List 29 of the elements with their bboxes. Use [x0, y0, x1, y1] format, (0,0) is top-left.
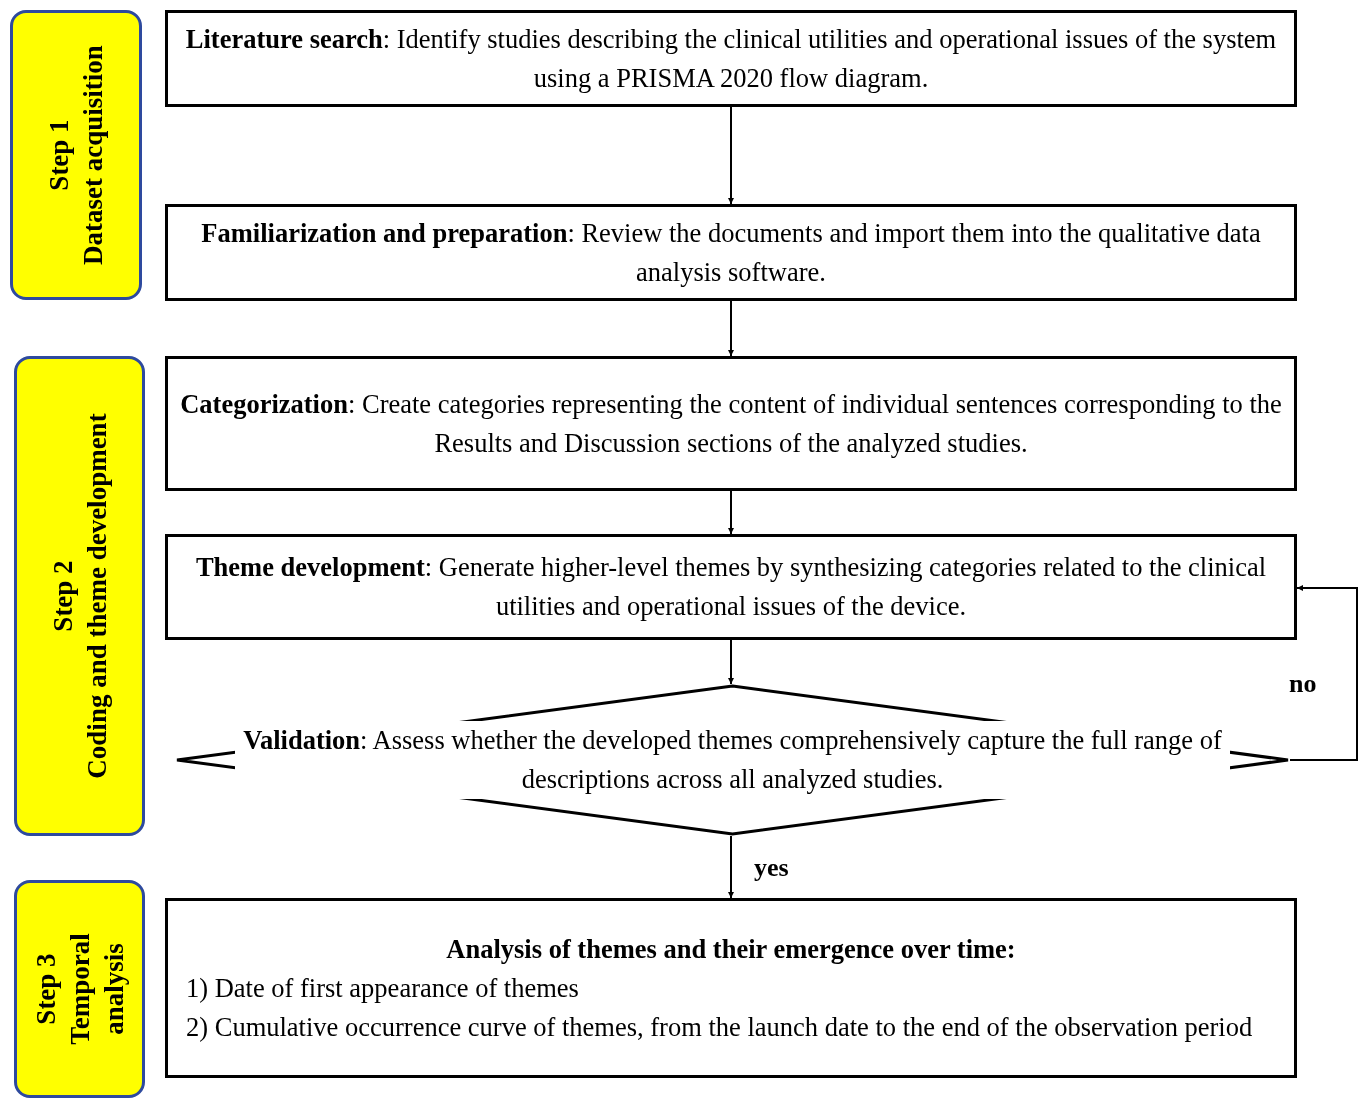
process-box — [165, 356, 1297, 491]
arrow — [728, 300, 734, 357]
step-label — [14, 356, 145, 836]
process-box — [165, 898, 1297, 1078]
step-label — [10, 10, 142, 300]
box-heading: Analysis of themes and their emergence over time: — [445, 932, 1017, 966]
step-title: Step 3 — [29, 953, 62, 1025]
decision-text: Validation: Assess whether the developed themes comprehensively capture the full range of descriptions across all analyzed studies. — [235, 721, 1230, 799]
process-box — [165, 10, 1297, 107]
process-text: Theme development: Generate higher-level themes by synthesizing categories related to the clinical utilities and operational issues of the device. — [194, 551, 1268, 623]
process-text: Categorization: Create categories representing the content of individual sentences corresponding to the Results and Discussion sections of the analyzed studies. — [179, 387, 1283, 460]
step-title: Coding and theme development — [80, 413, 113, 779]
list-item: 2) Cumulative occurrence curve of themes, from the launch date to the end of the observation period — [186, 1010, 1254, 1044]
step-title: Step 2 — [46, 560, 79, 632]
step-title: Temporal analysis — [63, 932, 130, 1047]
step-title: Dataset acquisition — [77, 45, 109, 265]
arrow — [728, 835, 734, 899]
process-box — [165, 204, 1297, 301]
step-title: Step 1 — [43, 119, 75, 191]
decision-diamond — [175, 684, 1290, 836]
list-item: 1) Date of first appearance of themes — [186, 971, 580, 1005]
step-label — [14, 880, 145, 1098]
arrow — [1289, 585, 1358, 761]
process-text: Literature search: Identify studies describing the clinical utilities and operational issues of the system using a PRISMA 2020 flow diagram. — [184, 22, 1278, 95]
process-box — [165, 534, 1297, 640]
process-text: Familiarization and preparation: Review the documents and import them into the qualitative data analysis software. — [200, 216, 1262, 289]
arrow — [728, 639, 734, 685]
arrow — [728, 490, 734, 535]
arrow — [728, 106, 734, 205]
